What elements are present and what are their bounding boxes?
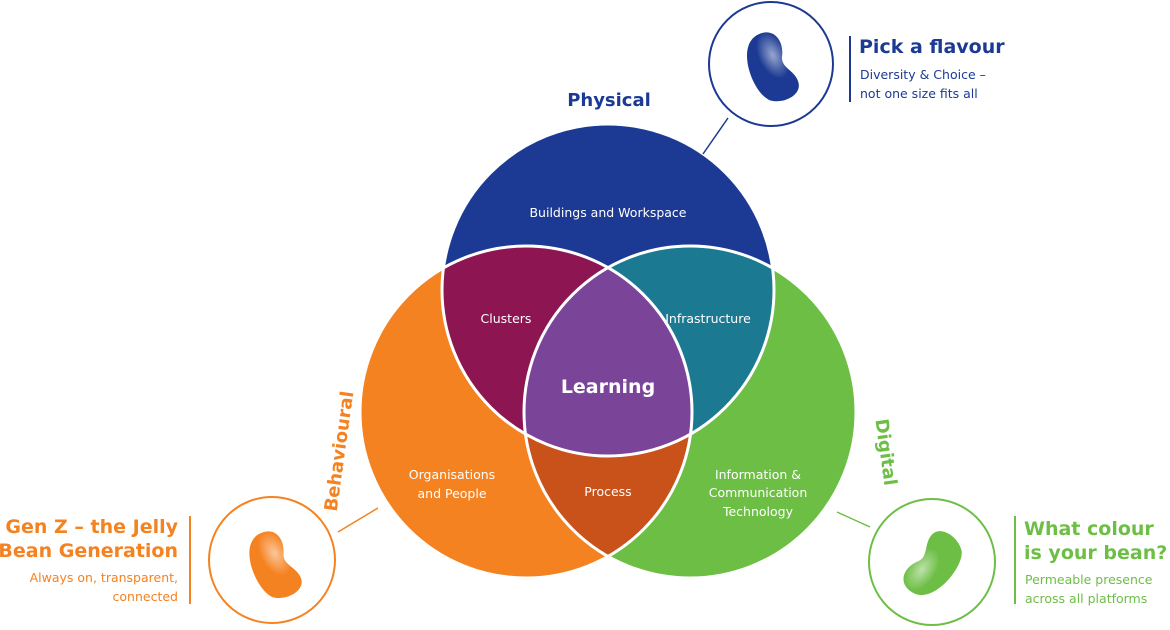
infrastructure-label: Infrastructure bbox=[665, 311, 751, 326]
digital-title: Digital bbox=[870, 418, 900, 487]
ict-label-line2: Communication bbox=[709, 485, 808, 500]
orange-callout-subtitle-line2: connected bbox=[113, 589, 178, 604]
circle-outlines bbox=[358, 122, 858, 580]
ict-label-line3: Technology bbox=[722, 504, 794, 519]
blue-connector-line bbox=[702, 117, 729, 155]
process-label: Process bbox=[584, 484, 631, 499]
organisations-label-line1: Organisations bbox=[409, 467, 495, 482]
orange-connector-line bbox=[337, 507, 379, 533]
behavioural-title: Behavioural bbox=[321, 390, 359, 513]
orange-callout-title-line2: Bean Generation bbox=[0, 540, 178, 562]
orange-jelly-bean-icon bbox=[249, 531, 302, 599]
green-callout-title-line1: What colour bbox=[1024, 518, 1154, 540]
ict-label-line1: Information & bbox=[715, 467, 801, 482]
green-connector-line bbox=[836, 511, 871, 528]
buildings-workspace-label: Buildings and Workspace bbox=[529, 205, 686, 220]
clusters-label: Clusters bbox=[481, 311, 532, 326]
green-jelly-bean-icon bbox=[903, 531, 962, 595]
orange-callout-title-line1: Gen Z – the Jelly bbox=[5, 516, 178, 538]
blue-callout-title: Pick a flavour bbox=[859, 36, 1005, 58]
blue-callout-subtitle-line1: Diversity & Choice – bbox=[860, 67, 986, 82]
orange-callout-subtitle-line1: Always on, transparent, bbox=[30, 570, 178, 585]
green-callout-subtitle-line2: across all platforms bbox=[1025, 591, 1147, 606]
learning-region bbox=[524, 246, 692, 456]
organisations-label-line2: and People bbox=[417, 486, 486, 501]
learning-label: Learning bbox=[561, 376, 655, 398]
physical-title: Physical bbox=[567, 90, 651, 111]
blue-callout-subtitle-line2: not one size fits all bbox=[860, 86, 978, 101]
green-callout-title-line2: is your bean? bbox=[1024, 542, 1167, 564]
blue-jelly-bean-icon bbox=[747, 32, 799, 102]
green-callout-subtitle-line1: Permeable presence bbox=[1025, 572, 1153, 587]
